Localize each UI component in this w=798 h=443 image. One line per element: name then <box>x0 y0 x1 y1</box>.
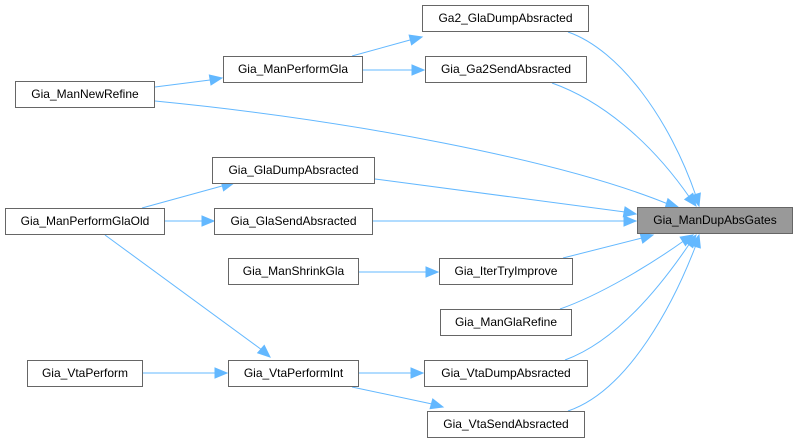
arrowhead-gia_vtaperformint-to-gia_vtadumpabsracted <box>410 367 425 379</box>
node-gia-vtaperform[interactable]: Gia_VtaPerform <box>27 360 143 387</box>
node-gia-vtaperformint[interactable]: Gia_VtaPerformInt <box>228 360 359 387</box>
node-ga2-gladumpabsracted[interactable]: Ga2_GlaDumpAbsracted <box>422 5 589 32</box>
node-gia-ga2sendabsracted[interactable]: Gia_Ga2SendAbsracted <box>425 56 587 83</box>
node-gia-gladumpabsracted[interactable]: Gia_GlaDumpAbsracted <box>212 157 375 184</box>
arrowhead-gia_gladumpabsracted-to-target <box>622 206 638 218</box>
edge-gia_manperformglaold-to-gia_gladumpabsracted <box>141 185 223 209</box>
node-gia-manperformglaold[interactable]: Gia_ManPerformGlaOld <box>5 208 165 235</box>
arrowhead-gia_manperformgla-to-ga2_gladumpabsracted <box>408 34 424 46</box>
edge-gia_manglarefine-to-target <box>559 239 686 310</box>
arrowhead-gia_manshrinkgla-to-gia_itertryimprove <box>425 266 440 278</box>
arrowhead-gia_vtasendabsracted-to-target <box>689 233 701 249</box>
node-gia-manglarefine[interactable]: Gia_ManGlaRefine <box>440 309 572 336</box>
edge-gia_vtadumpabsracted-to-target <box>564 242 691 361</box>
node-gia-mandupabsgates[interactable]: Gia_ManDupAbsGates <box>637 207 793 234</box>
edge-gia_gladumpabsracted-to-target <box>374 178 626 213</box>
arrowhead-gia_mannewrefine-to-gia_manperformgla <box>208 74 224 86</box>
arrowhead-gia_manperformgla-to-gia_ga2sendabsracted <box>411 64 426 76</box>
edge-gia_manperformglaold-to-gia_vtaperformint <box>104 234 263 351</box>
edge-gia_vtasendabsracted-to-target <box>567 244 697 412</box>
node-gia-vtadumpabsracted[interactable]: Gia_VtaDumpAbsracted <box>424 360 588 387</box>
arrowhead-gia_ga2sendabsracted-to-target <box>683 192 697 208</box>
node-gia-itertryimprove[interactable]: Gia_IterTryImprove <box>439 258 573 285</box>
node-gia-manshrinkgla[interactable]: Gia_ManShrinkGla <box>228 258 359 285</box>
arrowhead-gia_glasendabsracted-to-target <box>623 215 638 227</box>
edge-gia_mannewrefine-to-gia_manperformgla <box>154 79 211 88</box>
arrowhead-gia_itertryimprove-to-target <box>639 232 655 244</box>
edge-ga2_gladumpabsracted-to-target <box>567 31 697 197</box>
arrowhead-gia_manperformglaold-to-gia_glasendabsracted <box>201 215 216 227</box>
edge-gia_manperformgla-to-ga2_gladumpabsracted <box>351 39 411 57</box>
edge-gia_itertryimprove-to-target <box>562 237 643 259</box>
node-gia-manperformgla[interactable]: Gia_ManPerformGla <box>223 56 363 83</box>
node-gia-glasendabsracted[interactable]: Gia_GlaSendAbsracted <box>214 208 373 235</box>
edge-gia_ga2sendabsracted-to-target <box>551 82 691 199</box>
arrowhead-gia_vtaperformint-to-gia_vtasendabsracted <box>429 398 445 410</box>
node-gia-vtasendabsracted[interactable]: Gia_VtaSendAbsracted <box>427 411 585 438</box>
arrowhead-gia_manperformglaold-to-gia_vtaperformint <box>256 344 271 358</box>
node-gia-mannewrefine[interactable]: Gia_ManNewRefine <box>15 81 155 108</box>
arrowhead-gia_vtaperform-to-gia_vtaperformint <box>214 367 229 379</box>
edge-gia_vtaperformint-to-gia_vtasendabsracted <box>351 386 433 405</box>
edge-gia_mannewrefine-to-target <box>154 100 669 205</box>
